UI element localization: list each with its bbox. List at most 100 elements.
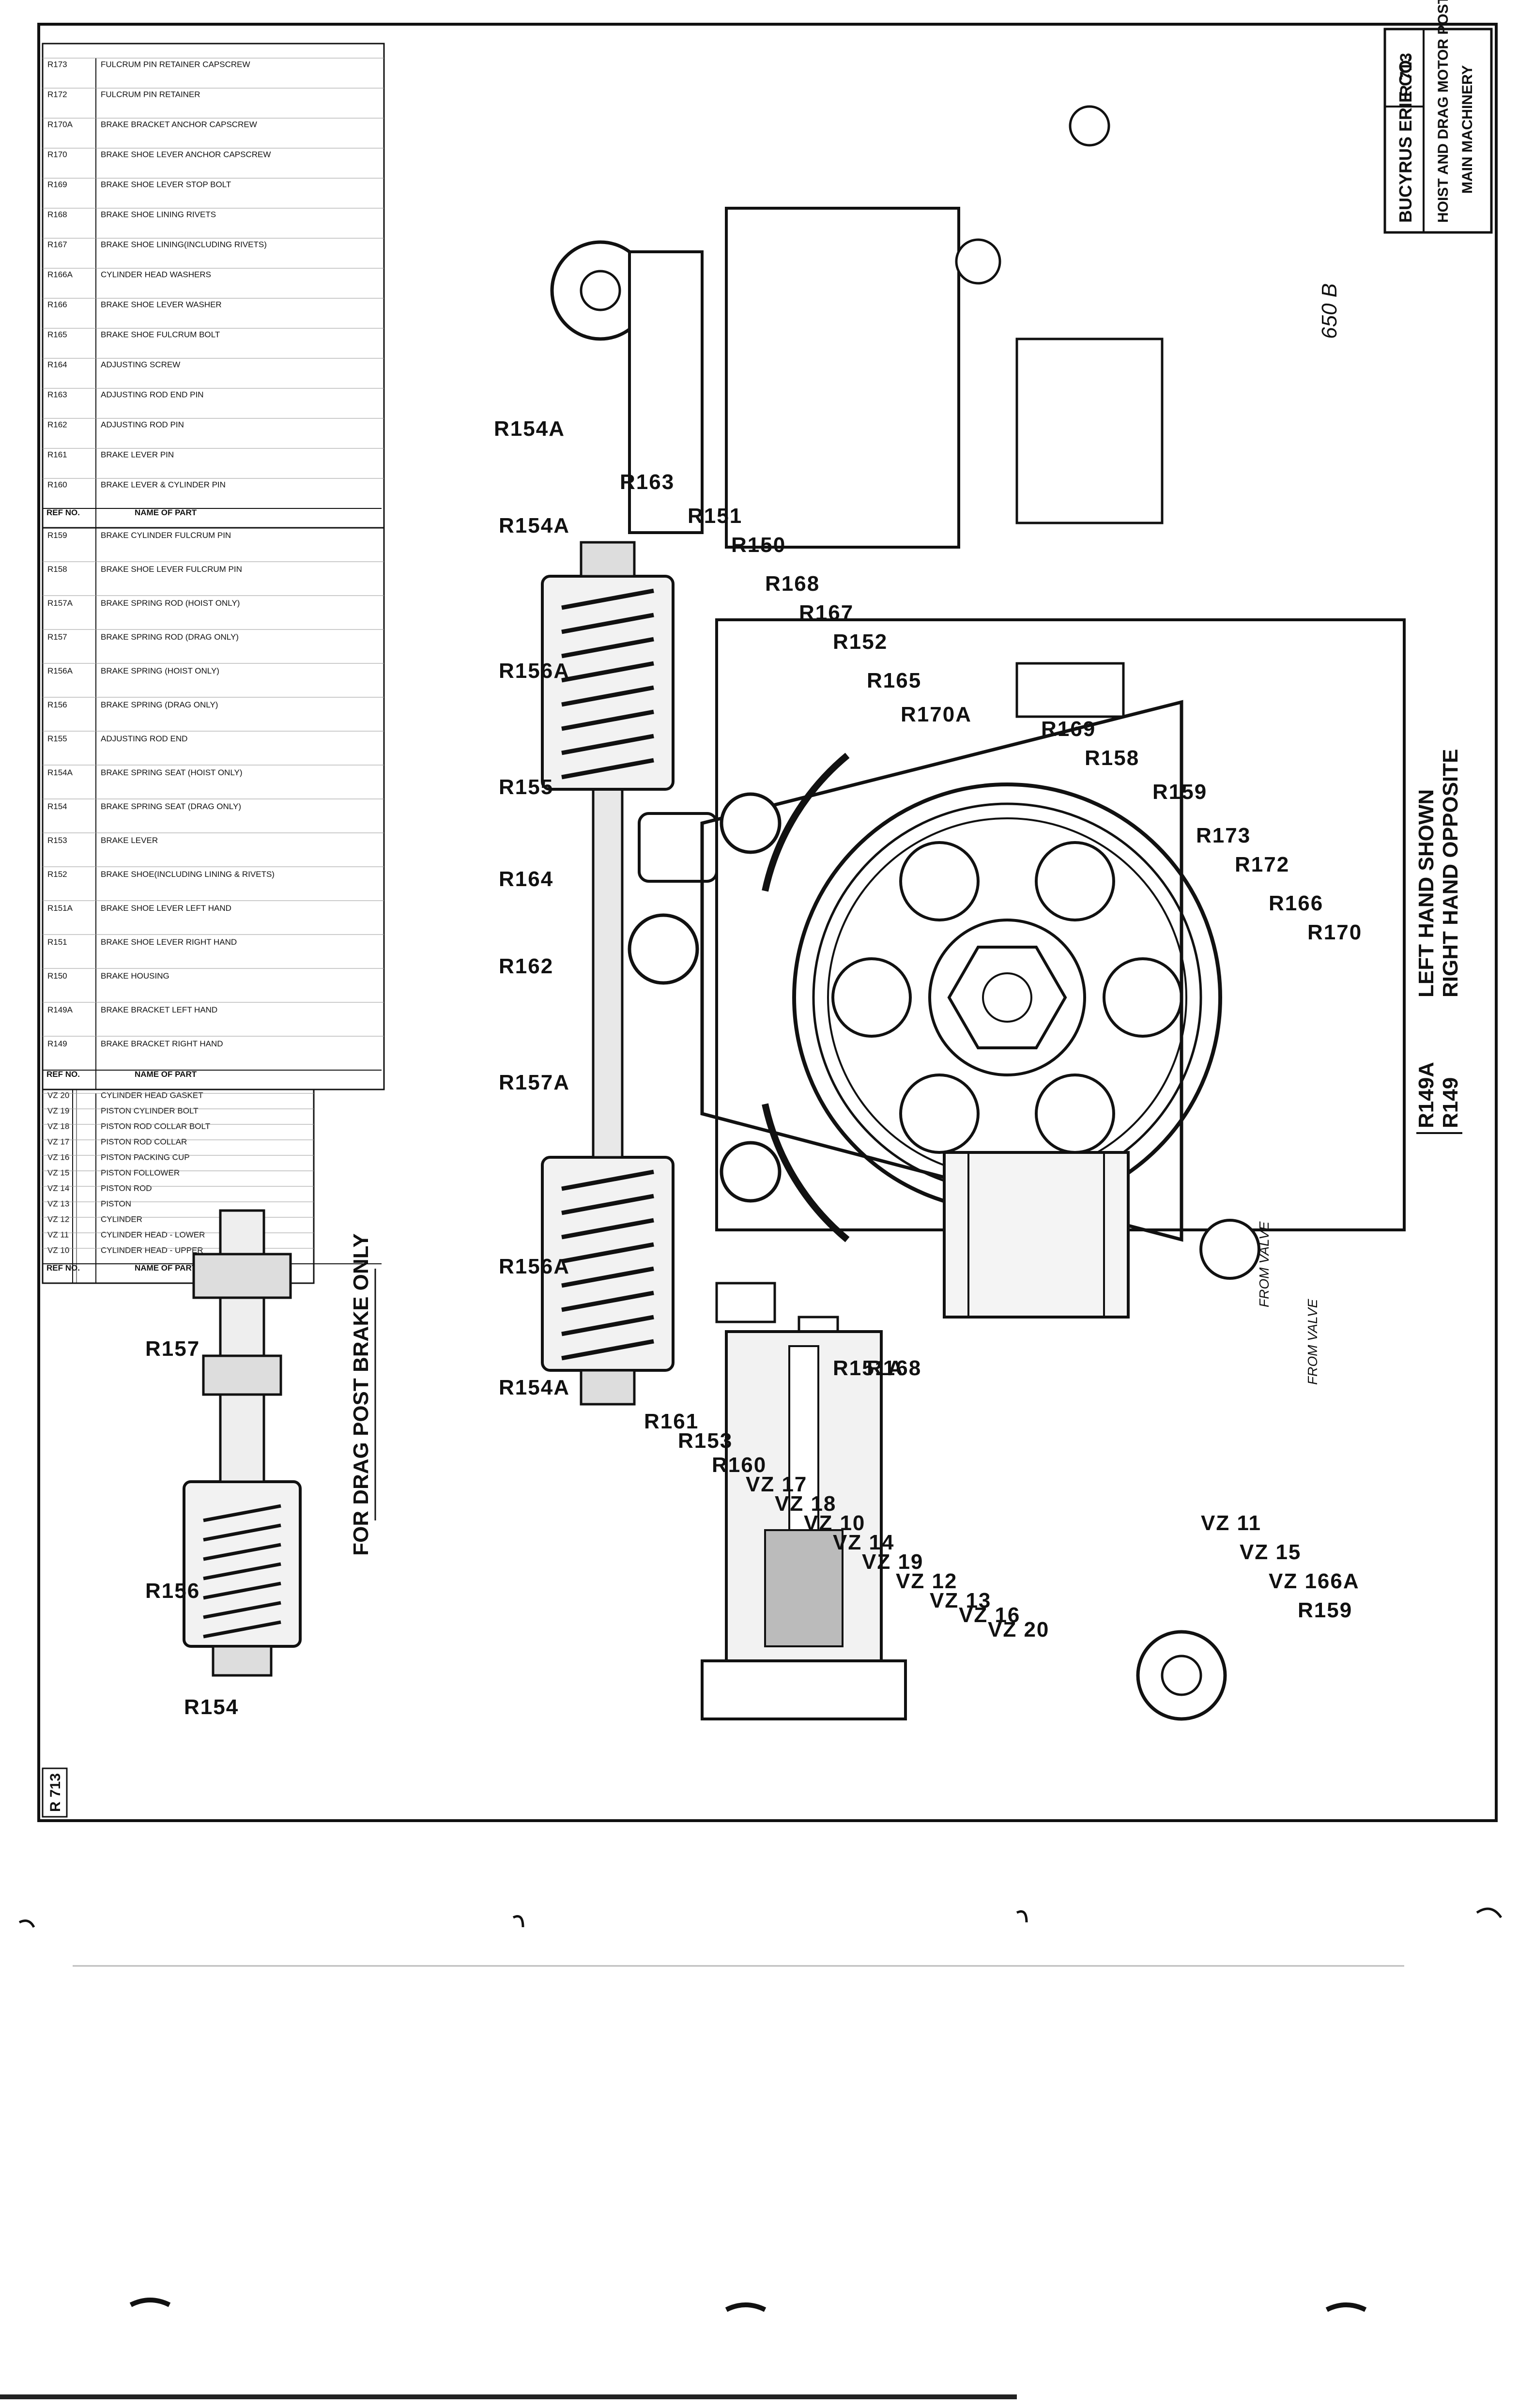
callout-labels: R154 R156 R157 R154A R156A R157A R162 R1… bbox=[145, 417, 1361, 1719]
direction-note-1: FROM VALVE bbox=[1257, 1221, 1272, 1307]
table1-ref-cell: VZ 19 bbox=[47, 1106, 69, 1116]
callout-R168-mid: R168 bbox=[867, 1356, 921, 1380]
table3-ref-cell: R169 bbox=[47, 180, 67, 189]
table2-ref-cell: R150 bbox=[47, 971, 67, 981]
left-hand-code: R149A bbox=[1414, 1062, 1438, 1128]
table3-header-name: NAME OF PART bbox=[135, 508, 197, 517]
table1-name-cell: PISTON ROD bbox=[101, 1184, 152, 1193]
table3-ref-cell: R168 bbox=[47, 210, 67, 219]
callout-R156: R156 bbox=[145, 1579, 200, 1603]
table2-name-cell: BRAKE BRACKET LEFT HAND bbox=[101, 1005, 217, 1014]
table3-name-cell: BRAKE BRACKET ANCHOR CAPSCREW bbox=[101, 120, 257, 129]
table1-ref-cell: VZ 13 bbox=[47, 1199, 69, 1209]
callout-R152-right: R152 bbox=[833, 630, 888, 654]
callout-R159-right: R159 bbox=[1152, 780, 1207, 804]
callout-R166-right: R166 bbox=[1269, 891, 1323, 915]
table3-header-ref: REF NO. bbox=[46, 508, 80, 517]
table3-ref-cell: R164 bbox=[47, 360, 67, 369]
table3-ref-cell: R172 bbox=[47, 90, 67, 99]
callout-R156A-b: R156A bbox=[499, 659, 570, 683]
table1-ref-cell: VZ 18 bbox=[47, 1122, 69, 1131]
table2-ref-cell: R153 bbox=[47, 836, 67, 845]
table1-name-cell: CYLINDER bbox=[101, 1215, 142, 1224]
callout-R157A: R157A bbox=[499, 1071, 570, 1094]
table2-ref-cell: R151A bbox=[47, 904, 73, 913]
callout-R159-lower: R159 bbox=[1298, 1598, 1352, 1622]
table2-name-cell: BRAKE SPRING SEAT (DRAG ONLY) bbox=[101, 802, 241, 811]
table2-ref-cell: R151 bbox=[47, 937, 67, 947]
fulcrum-pin-right bbox=[720, 792, 782, 854]
table2-name-cell: BRAKE SPRING ROD (DRAG ONLY) bbox=[101, 632, 239, 642]
table1-ref-cell: VZ 20 bbox=[47, 1091, 69, 1100]
page-number: R 713 bbox=[47, 1773, 63, 1812]
table3-name-cell: ADJUSTING SCREW bbox=[101, 360, 180, 369]
callout-R151A: R151A bbox=[833, 1356, 904, 1380]
table2-ref-cell: R149A bbox=[47, 1005, 73, 1014]
table1-name-cell: PISTON CYLINDER BOLT bbox=[101, 1106, 199, 1116]
table3-name-cell: BRAKE LEVER PIN bbox=[101, 450, 174, 460]
drum-hub-nut bbox=[947, 946, 1067, 1049]
adjusting-pin bbox=[628, 913, 699, 985]
company-name: BUCYRUS ERIE CO. bbox=[1396, 55, 1415, 223]
table3-ref-cell: R166A bbox=[47, 270, 73, 279]
table2-ref-cell: R158 bbox=[47, 565, 67, 574]
callout-VZ18-lower: VZ 18 bbox=[775, 1492, 836, 1516]
upper-spring-assembly bbox=[541, 541, 718, 1406]
callout-VZ14-lower: VZ 14 bbox=[833, 1531, 894, 1554]
callout-VZ20-lower: VZ 20 bbox=[988, 1618, 1049, 1641]
callout-R153-lower: R153 bbox=[678, 1429, 733, 1453]
table1-name-cell: CYLINDER HEAD - UPPER bbox=[101, 1246, 203, 1255]
hand-notes: R149A R149 LEFT HAND SHOWN RIGHT HAND OP… bbox=[1414, 749, 1462, 1134]
callout-R150-right: R150 bbox=[731, 533, 786, 557]
fulcrum-pin-left bbox=[720, 1141, 782, 1203]
table3-ref-cell: R161 bbox=[47, 450, 67, 460]
direction-note-2: FROM VALVE bbox=[1305, 1299, 1320, 1385]
table3-ref-cell: R167 bbox=[47, 240, 67, 249]
table1-name-cell: PISTON bbox=[101, 1199, 131, 1209]
table2-ref-cell: R156A bbox=[47, 666, 73, 675]
brake-shoe-left bbox=[762, 1103, 850, 1242]
callout-R173-right: R173 bbox=[1196, 824, 1251, 847]
table2-header-name: NAME OF PART bbox=[135, 1070, 197, 1079]
spring-rod bbox=[592, 768, 624, 1159]
table1-header-name: NAME OF PART bbox=[135, 1263, 197, 1273]
table2-ref-cell: R152 bbox=[47, 870, 67, 879]
table3-name-cell: BRAKE LEVER & CYLINDER PIN bbox=[101, 480, 226, 490]
spring-right bbox=[541, 541, 675, 791]
table2-ref-cell: R154A bbox=[47, 768, 73, 777]
drag-rod-assembly bbox=[183, 1209, 302, 1677]
table2-name-cell: ADJUSTING ROD END bbox=[101, 734, 187, 743]
handwritten-note: 650 B bbox=[1318, 283, 1341, 339]
table2-name-cell: BRAKE SHOE LEVER RIGHT HAND bbox=[101, 937, 237, 947]
table2-ref-cell: R149 bbox=[47, 1039, 67, 1048]
table3-ref-cell: R165 bbox=[47, 330, 67, 339]
title-block: BUCYRUS ERIE CO. R 713 HOIST AND DRAG MO… bbox=[1318, 0, 1493, 339]
table3-ref-cell: R166 bbox=[47, 300, 67, 309]
table1-ref-cell: VZ 15 bbox=[47, 1168, 69, 1178]
callout-VZ11-lower: VZ 11 bbox=[1201, 1511, 1261, 1535]
callout-R160-lower: R160 bbox=[712, 1453, 767, 1477]
table2-name-cell: BRAKE SPRING SEAT (HOIST ONLY) bbox=[101, 768, 243, 777]
table1-name-cell: PISTON PACKING CUP bbox=[101, 1153, 190, 1162]
callout-R163-right: R163 bbox=[620, 470, 675, 494]
table2-name-cell: BRAKE SPRING (DRAG ONLY) bbox=[101, 700, 218, 709]
table2-name-cell: BRAKE BRACKET RIGHT HAND bbox=[101, 1039, 223, 1048]
table1-name-cell: CYLINDER HEAD GASKET bbox=[101, 1091, 203, 1100]
table2-name-cell: BRAKE HOUSING bbox=[101, 971, 169, 981]
table2-name-cell: BRAKE LEVER bbox=[101, 836, 158, 845]
table1-ref-cell: VZ 17 bbox=[47, 1137, 69, 1147]
table1-name-cell: PISTON ROD COLLAR BOLT bbox=[101, 1122, 210, 1131]
callout-R170A-right: R170A bbox=[901, 703, 972, 726]
table1-ref-cell: VZ 12 bbox=[47, 1215, 69, 1224]
table2-name-cell: BRAKE SPRING (HOIST ONLY) bbox=[101, 666, 219, 675]
brake-shoe-right bbox=[762, 752, 850, 892]
table3-name-cell: FULCRUM PIN RETAINER bbox=[101, 90, 200, 99]
table3-ref-cell: R170A bbox=[47, 120, 73, 129]
table3-name-cell: BRAKE SHOE LEVER WASHER bbox=[101, 300, 222, 309]
callout-VZ19-lower: VZ 19 bbox=[862, 1550, 923, 1574]
